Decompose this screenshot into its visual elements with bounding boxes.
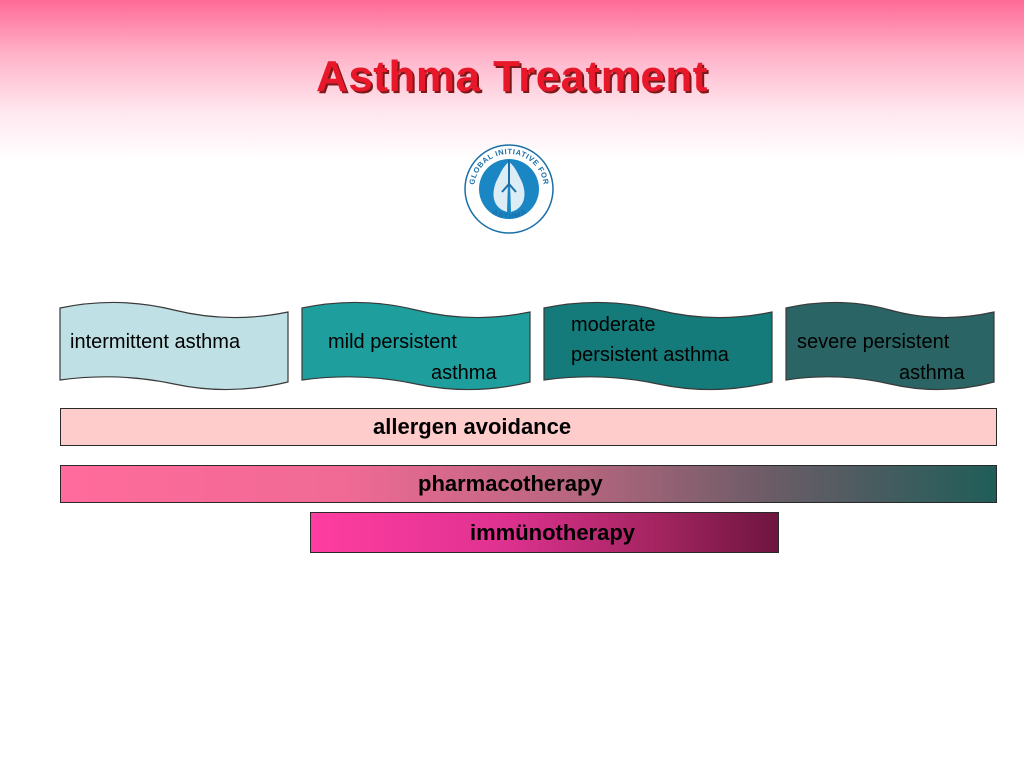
pharmacotherapy-bar: pharmacotherapy — [60, 465, 997, 503]
stage-banner-shape — [301, 301, 531, 391]
stage-banner-shape — [543, 301, 773, 391]
gina-logo: GLOBAL INITIATIVE FOR ASTHMA — [462, 142, 556, 236]
stage-label-line2: asthma — [899, 362, 965, 384]
pharmacotherapy-label: pharmacotherapy — [418, 471, 603, 496]
svg-text:ASTHMA: ASTHMA — [491, 206, 529, 220]
logo-text-bottom: ASTHMA — [491, 206, 528, 220]
stage-label-line2: persistent asthma — [571, 344, 729, 366]
stage-label-line1: severe persistent — [797, 331, 950, 353]
stage-label-line1: moderate — [571, 314, 656, 336]
stage-label-line1: intermittent asthma — [70, 331, 241, 353]
page-title: Asthma Treatment — [316, 52, 708, 101]
stage-banner-shape — [785, 301, 995, 391]
immunotherapy-label: immünotherapy — [470, 519, 636, 545]
stage-mild-persistent: mild persistent asthma — [300, 300, 532, 396]
allergen-avoidance-bar: allergen avoidance — [60, 408, 997, 446]
stage-label-line1: mild persistent — [328, 331, 457, 353]
stage-severe-persistent: severe persistent asthma — [784, 300, 998, 396]
immunotherapy-bar: immünotherapy — [310, 512, 779, 553]
stage-intermittent: intermittent asthma — [58, 300, 290, 396]
stage-label-line2: asthma — [431, 362, 497, 384]
stage-banner-shape — [59, 301, 289, 391]
allergen-avoidance-label: allergen avoidance — [373, 414, 572, 439]
stage-moderate-persistent: moderate persistent asthma — [542, 300, 774, 396]
lungs-logo-icon: GLOBAL INITIATIVE FOR ASTHMA — [464, 144, 554, 234]
